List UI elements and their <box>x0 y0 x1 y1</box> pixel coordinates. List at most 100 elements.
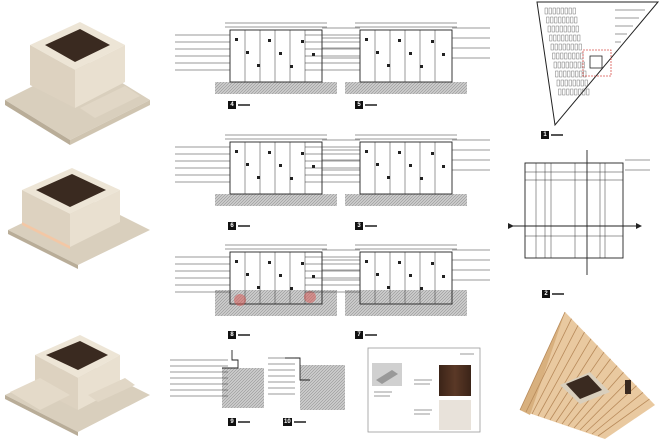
iso-model-1 <box>5 22 150 145</box>
view-number: 4 <box>228 101 236 109</box>
tag-marker <box>279 52 282 55</box>
seat-row <box>584 79 588 87</box>
seat-row <box>568 52 572 60</box>
detail-drawing-b <box>268 357 345 410</box>
seat-row <box>572 7 576 15</box>
seat-row <box>575 70 579 78</box>
view-number: 10 <box>283 418 292 426</box>
view-number: 5 <box>355 101 363 109</box>
tag-marker <box>246 273 249 276</box>
seat-row <box>549 34 553 42</box>
rafter <box>531 325 579 415</box>
tag-marker <box>442 275 445 278</box>
tag-marker <box>365 150 368 153</box>
tag-marker <box>312 53 315 56</box>
view-number: 9 <box>228 418 236 426</box>
seat-row <box>560 79 564 87</box>
tag-marker <box>442 165 445 168</box>
tag-marker <box>246 163 249 166</box>
seat-row <box>555 25 559 33</box>
rafter <box>591 392 644 435</box>
seat-row <box>576 52 580 60</box>
tag-marker <box>420 65 423 68</box>
seat-row <box>565 61 569 69</box>
tag-marker <box>290 177 293 180</box>
tag-marker <box>312 165 315 168</box>
seat-row <box>562 16 566 24</box>
iso-model-3 <box>5 335 150 436</box>
seat-row <box>577 61 581 69</box>
tag-marker <box>246 51 249 54</box>
seat-row <box>566 43 570 51</box>
rafter <box>573 372 624 429</box>
tag-marker <box>235 150 238 153</box>
seat-row <box>582 88 586 96</box>
tag-marker <box>268 39 271 42</box>
seat-row <box>550 16 554 24</box>
seat-row <box>563 25 567 33</box>
plan-enlarged-drawing <box>508 150 650 275</box>
tag-marker <box>420 177 423 180</box>
seat-row <box>555 70 559 78</box>
tag-marker <box>398 151 401 154</box>
elevation-c-drawing <box>175 134 360 206</box>
tag-marker <box>376 51 379 54</box>
seat-row <box>574 43 578 51</box>
view-tag-plan-overall: 1 <box>541 131 563 139</box>
tag-marker <box>365 260 368 263</box>
tag-marker <box>235 38 238 41</box>
tag-marker <box>420 287 423 290</box>
seat-row <box>573 61 577 69</box>
view-tag-section-a: 8 <box>228 331 250 339</box>
elevation-b-drawing <box>305 22 490 94</box>
tag-marker <box>398 39 401 42</box>
seat-row <box>575 25 579 33</box>
view-number: 3 <box>355 222 363 230</box>
view-number: 2 <box>542 290 550 298</box>
seat-row <box>573 34 577 42</box>
tag-marker <box>376 273 379 276</box>
elevation-drawings <box>175 22 490 316</box>
seat-row <box>571 25 575 33</box>
seat-row <box>566 88 570 96</box>
tag-marker <box>301 152 304 155</box>
tag-marker <box>387 64 390 67</box>
tag-marker <box>431 152 434 155</box>
rafter <box>579 378 631 431</box>
seat-row <box>558 43 562 51</box>
tag-marker <box>409 52 412 55</box>
cutaway-model <box>519 311 655 439</box>
iso-model-2 <box>8 168 150 269</box>
tag-marker <box>409 274 412 277</box>
tag-marker <box>268 151 271 154</box>
elevation-a-drawing <box>175 22 360 94</box>
tag-marker <box>387 176 390 179</box>
tag-marker <box>431 262 434 265</box>
seat-row <box>556 7 560 15</box>
seat-row <box>559 70 563 78</box>
seat-row <box>562 88 566 96</box>
seat-row <box>565 34 569 42</box>
view-title-line <box>293 421 306 423</box>
view-tag-elev-a: 4 <box>228 101 250 109</box>
tag-marker <box>431 40 434 43</box>
seat-row <box>580 79 584 87</box>
tag-marker <box>301 40 304 43</box>
seat-row <box>577 34 581 42</box>
seat-row <box>552 52 556 60</box>
seat-row <box>579 70 583 78</box>
material-stone-swatch <box>439 400 471 430</box>
view-number: 6 <box>228 222 236 230</box>
seat-row <box>570 43 574 51</box>
view-title-line <box>365 225 377 227</box>
tag-marker <box>257 64 260 67</box>
highlight-mark <box>234 294 246 306</box>
seat-row <box>551 25 555 33</box>
seat-row <box>558 16 562 24</box>
seat-row <box>553 34 557 42</box>
rafter <box>537 331 585 417</box>
seat-row <box>572 52 576 60</box>
view-title-line <box>238 225 250 227</box>
view-title-line <box>238 104 250 106</box>
